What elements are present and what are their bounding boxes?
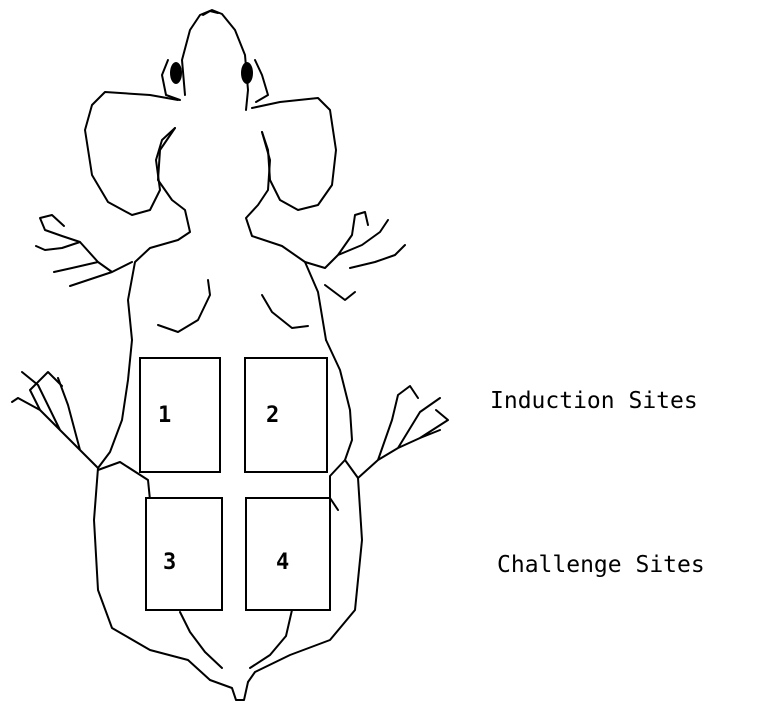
site-number-2: 2 (266, 403, 279, 428)
right-eye (241, 62, 253, 84)
left-ear-outline (85, 92, 178, 215)
neck-outline (128, 128, 190, 340)
hip-curve-right (250, 610, 292, 668)
hind-right-leg (358, 386, 448, 478)
site-number-3: 3 (163, 550, 176, 575)
front-left-leg (36, 215, 132, 286)
induction-site-2-box (245, 358, 327, 472)
site-number-1: 1 (158, 403, 171, 428)
right-ear-outline (252, 98, 336, 210)
rib-curve-right (262, 295, 308, 328)
induction-site-1-box (140, 358, 220, 472)
induction-sites-label: Induction Sites (490, 388, 698, 414)
hind-left-leg (12, 372, 98, 468)
right-eye-rim (255, 60, 268, 102)
left-eye (170, 62, 182, 84)
challenge-sites-label: Challenge Sites (497, 552, 705, 578)
rib-curve-left (158, 280, 210, 332)
neck-outline-right (246, 132, 326, 340)
hind-thigh-right (330, 460, 345, 510)
mouse-snout-tip (203, 11, 218, 15)
front-right-leg (305, 212, 405, 300)
tail-outline (210, 680, 248, 700)
mouse-head-outline (182, 10, 248, 110)
challenge-site-3-box (146, 498, 222, 610)
site-number-4: 4 (276, 550, 289, 575)
